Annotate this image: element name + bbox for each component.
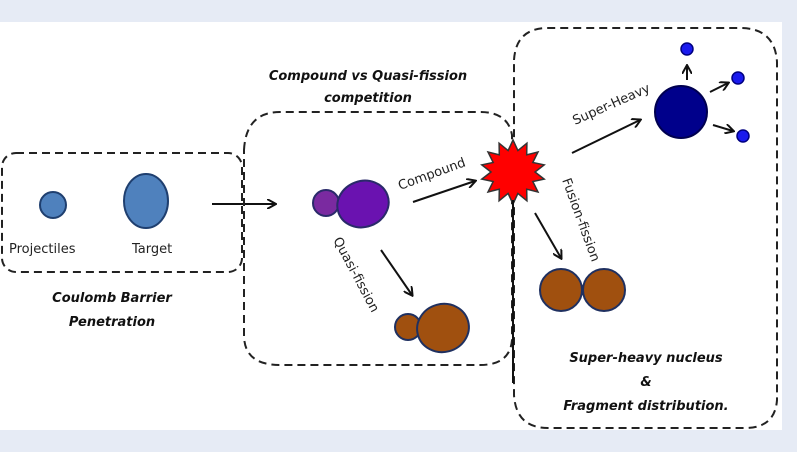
competition-caption-line1: Compound vs Quasi-fission [269,69,467,84]
super-heavy-label: Super-Heavy [571,81,653,129]
entrance-channel-box [1,152,243,273]
fusion-fission-arrow [534,212,561,258]
dinuclear-small [312,189,340,217]
competition-caption-line2: competition [324,91,412,106]
projectiles-label: Projectiles [9,242,76,257]
emitted-particle-1 [680,42,694,56]
diagram-panel [0,22,782,430]
emitted-particle-2 [731,71,745,85]
projectile-nucleus [39,191,67,219]
target-nucleus [123,173,169,229]
super-heavy-nucleus [654,85,708,139]
quasifission-arrow [380,249,412,295]
emission-arrow-down [712,125,733,131]
fusion-fission-label: Fusion-fission [558,176,602,264]
target-label: Target [131,242,172,257]
compound-nucleus-star [480,138,546,206]
qf-fragment-large [416,302,470,354]
dinuclear-large [336,179,390,229]
emitted-particle-3 [736,129,750,143]
outcome-caption-line2: & [640,375,651,390]
outcome-box [513,27,778,429]
entrance-caption-line1: Coulomb Barrier [52,291,173,306]
ff-fragment-left [539,268,583,312]
super-heavy-arrow [571,120,640,154]
outcome-caption-line1: Super-heavy nucleus [569,351,723,366]
outcome-caption-line3: Fragment distribution. [563,399,728,414]
competition-box [243,111,513,366]
ff-fragment-right [582,268,626,312]
emission-arrow-right [709,83,728,93]
quasifission-label: Quasi-fission [329,235,381,315]
compound-arrow [412,181,475,203]
entrance-caption-line2: Penetration [69,315,155,330]
